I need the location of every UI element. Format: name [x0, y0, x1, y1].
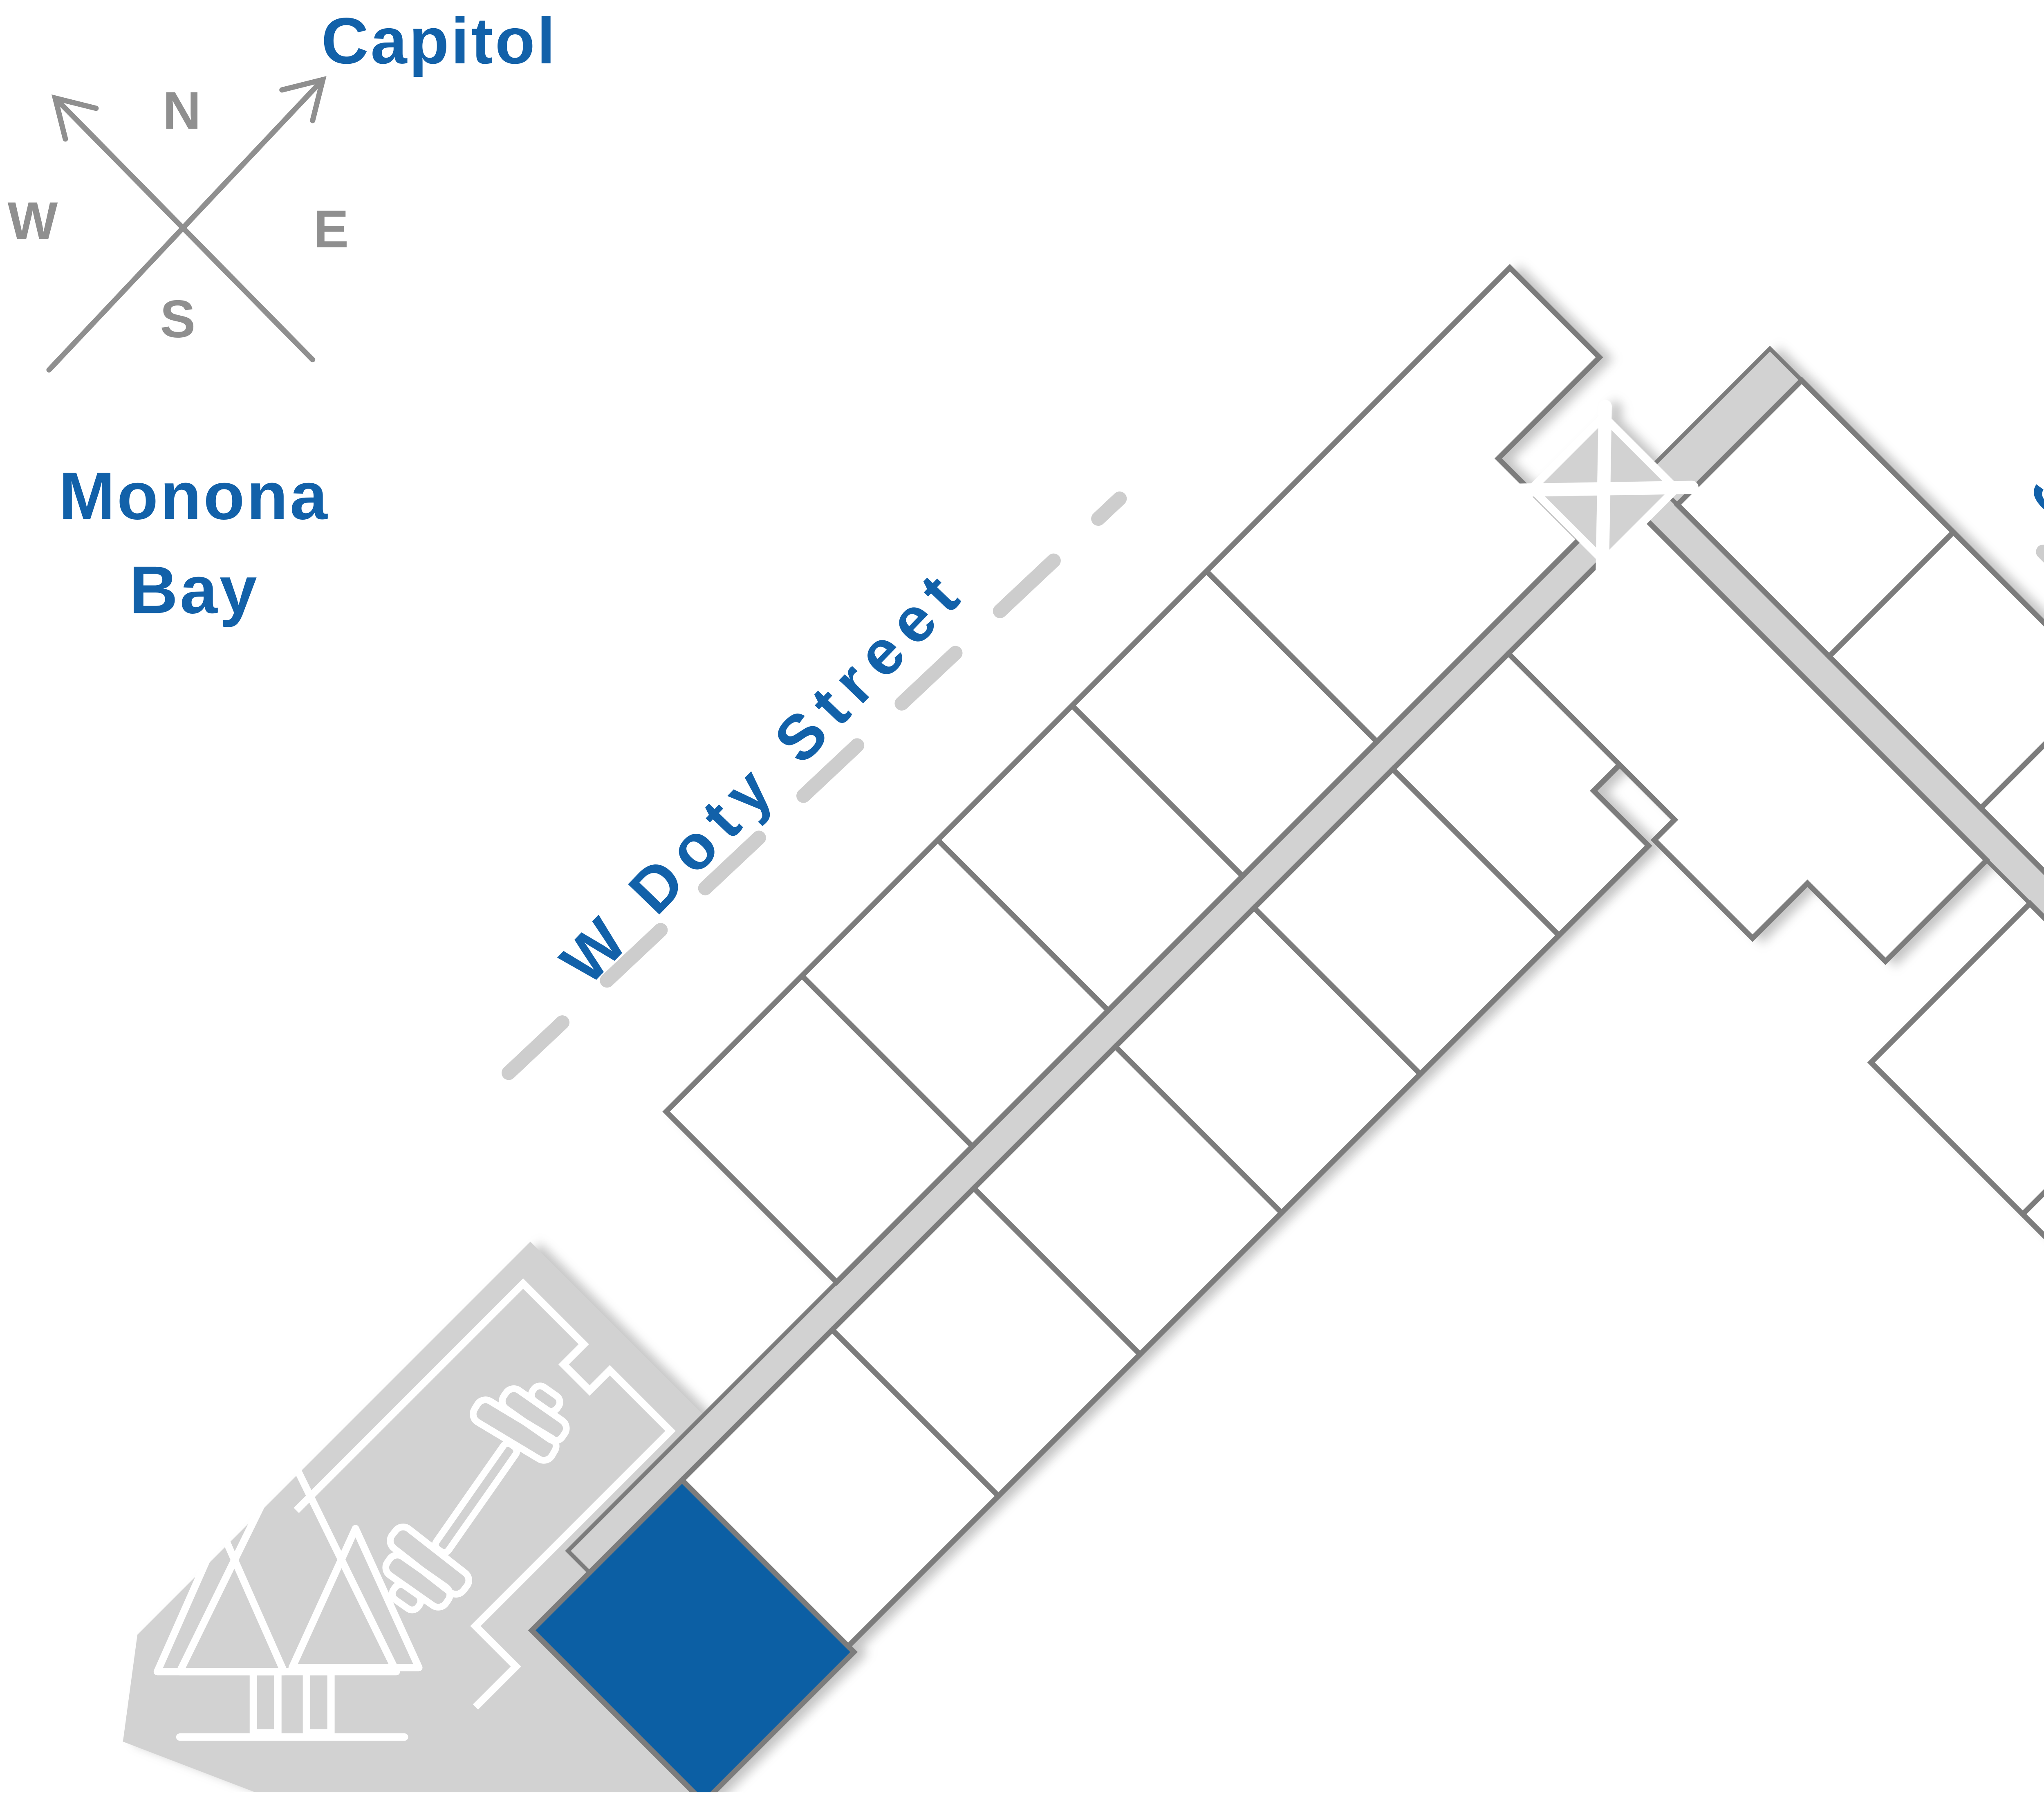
- compass-nw-arrowhead: [52, 94, 99, 142]
- corridor-doty-wing: [565, 470, 1670, 1575]
- compass-s: S: [160, 289, 195, 349]
- elevator-x-icon: X: [1509, 399, 1699, 578]
- doty-centerline: [501, 491, 1127, 1080]
- street-centerlines: [501, 491, 2044, 1080]
- monona-bay-label: Monona Bay: [58, 458, 329, 628]
- compass-n: N: [163, 81, 201, 140]
- unit-apex[interactable]: [1203, 264, 1680, 746]
- amenity-path: [294, 1278, 676, 1710]
- unit[interactable]: [1977, 680, 2044, 964]
- trees-icon: [153, 1447, 423, 1741]
- unit-center-notched[interactable]: [1488, 514, 1990, 1016]
- unit[interactable]: [1867, 900, 2044, 1218]
- compass-ne-arrowhead: [279, 76, 327, 123]
- compass-e: E: [313, 199, 349, 259]
- compass-rose: N E S W: [8, 76, 349, 373]
- building-plan: X: [123, 264, 2044, 1793]
- capitol-label: Capitol: [321, 4, 557, 78]
- dumbbell-icon: [382, 1382, 570, 1613]
- compass-w: W: [8, 191, 58, 251]
